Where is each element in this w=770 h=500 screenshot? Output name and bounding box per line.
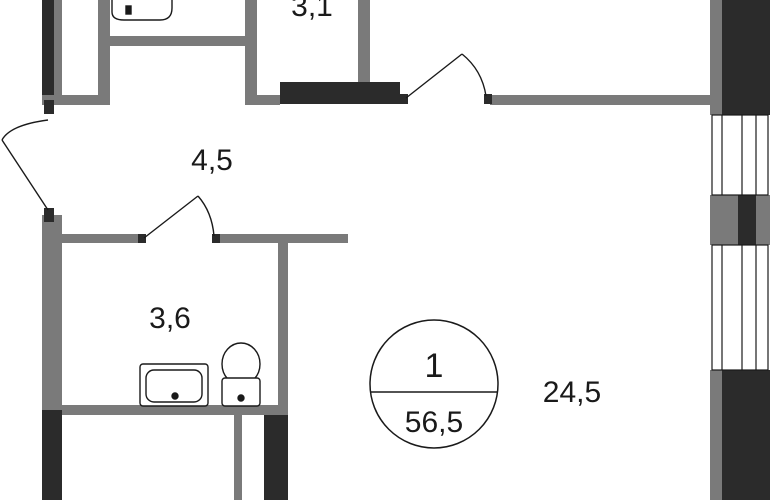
room-area-storage: 3,1 [291, 0, 333, 23]
wall-lower-left [234, 415, 242, 500]
top-fixture [111, 0, 173, 21]
wall-left-upper-dark [42, 0, 54, 105]
bath-door-leaf [143, 195, 199, 239]
wall-bath-top-left [62, 234, 140, 243]
bath-door-arc [197, 195, 215, 237]
wall-top-door-stub2 [400, 94, 408, 104]
wall-left-hinge-top [44, 100, 54, 114]
wall-lower-right-dark [264, 415, 288, 500]
wall-top-right [490, 95, 712, 105]
living-door-arc [461, 53, 487, 97]
entrance-door-leaf [1, 139, 49, 211]
wall-right-mid-dark [738, 195, 756, 245]
room-area-hall: 4,5 [191, 144, 233, 177]
window-lower [711, 244, 769, 371]
window-upper [711, 114, 769, 196]
wall-storage-bottom [245, 95, 280, 105]
wall-left-hinge-bottom [44, 208, 54, 222]
walls [42, 0, 770, 500]
toilet-button [237, 394, 245, 402]
sink-basin [145, 369, 203, 403]
wall-bath-bottom [62, 405, 288, 415]
sink-drain [171, 392, 179, 400]
wall-top-door-stub [484, 94, 492, 104]
windows [711, 114, 769, 371]
badge-circle [369, 319, 499, 449]
toilet-tank [221, 377, 261, 407]
living-door-leaf [405, 53, 463, 99]
top-fixture-tap [125, 5, 132, 15]
wall-right-outer-light [710, 0, 722, 115]
wall-wc-right [245, 0, 257, 105]
entrance-door-arc [1, 119, 49, 141]
room-area-living: 24,5 [543, 376, 601, 409]
doors [1, 53, 487, 239]
wall-bath-right [278, 234, 288, 414]
wall-bath-door-stub-right [212, 234, 220, 243]
wall-storage-lintel [280, 82, 400, 104]
wall-right-bottom-light [710, 370, 722, 500]
fixtures [111, 0, 261, 407]
wall-left-lower-dark [42, 410, 62, 500]
wall-left-middle [42, 215, 62, 415]
apartment-badge: 1 56,5 [369, 319, 499, 449]
badge-rooms-count: 1 [425, 347, 444, 385]
wall-hall-top-left [42, 95, 110, 105]
wall-storage-right [358, 0, 370, 85]
wall-hall-top-mid [98, 40, 110, 105]
wall-wc-left [98, 0, 110, 45]
wall-bath-door-stub-left [138, 234, 146, 243]
wall-wc-bottom [98, 36, 248, 46]
badge-total-area: 56,5 [405, 406, 463, 439]
room-area-bathroom: 3,6 [149, 302, 191, 335]
